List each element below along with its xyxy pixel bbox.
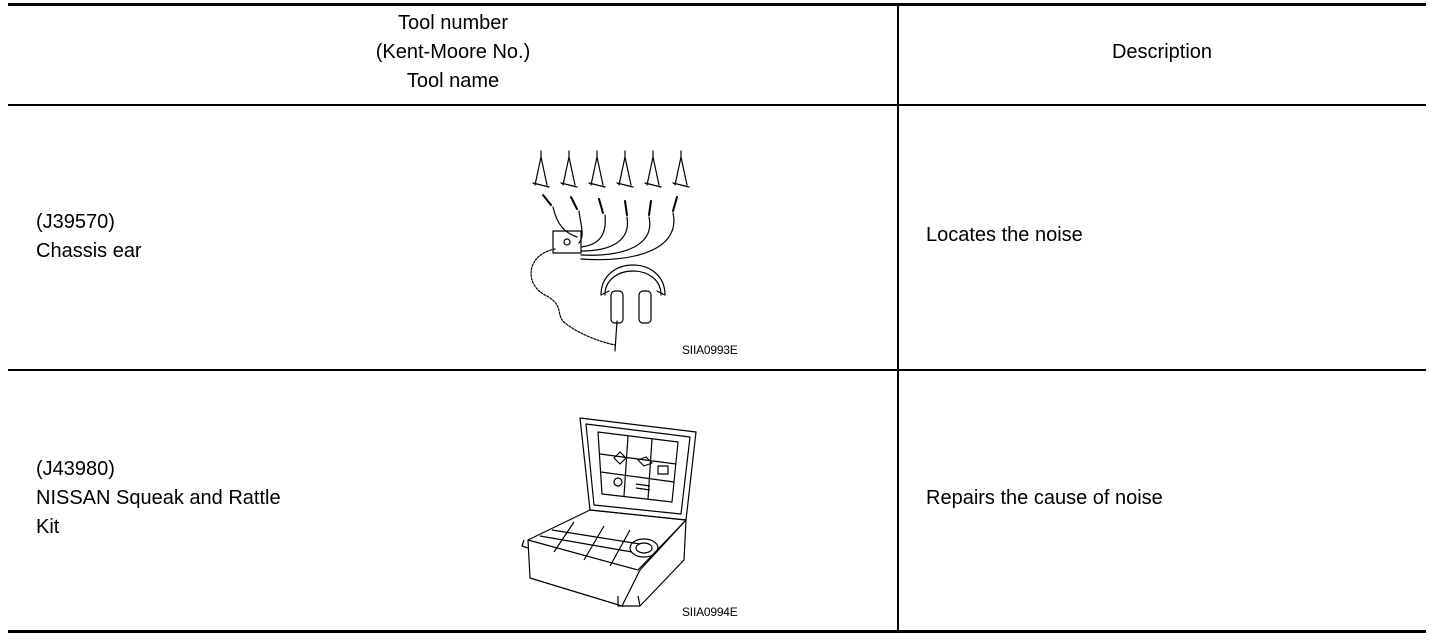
table-top-border <box>8 3 1426 6</box>
table-bottom-border <box>8 630 1426 633</box>
column-divider <box>897 5 899 631</box>
squeak-rattle-kit-illustration <box>521 417 697 607</box>
row1-description: Locates the noise <box>926 224 1083 246</box>
row1-illustration-code: SIIA0993E <box>682 343 738 357</box>
row2-tool-cell: (J43980) NISSAN Squeak and Rattle Kit <box>36 455 281 542</box>
header-kent-moore-number: (Kent-Moore No.) <box>375 41 531 63</box>
header-tool-name: Tool name <box>406 70 500 92</box>
header-tool-number: Tool number <box>397 12 509 34</box>
row2-description: Repairs the cause of noise <box>926 487 1163 509</box>
row2-tool-name-line2: Kit <box>36 516 60 538</box>
row2-illustration-code: SIIA0994E <box>682 605 738 619</box>
header-divider <box>8 104 1426 106</box>
header-description: Description <box>1111 41 1213 63</box>
row1-tool-cell: (J39570) Chassis ear <box>36 208 142 266</box>
row2-tool-name-line1: NISSAN Squeak and Rattle <box>36 487 281 509</box>
row1-tool-name: Chassis ear <box>36 240 142 262</box>
chassis-ear-illustration <box>530 150 690 352</box>
row1-tool-number: (J39570) <box>36 211 115 233</box>
row2-tool-number: (J43980) <box>36 458 115 480</box>
header-tool-column: Tool number (Kent-Moore No.) Tool name <box>8 9 898 96</box>
row-divider <box>8 369 1426 371</box>
